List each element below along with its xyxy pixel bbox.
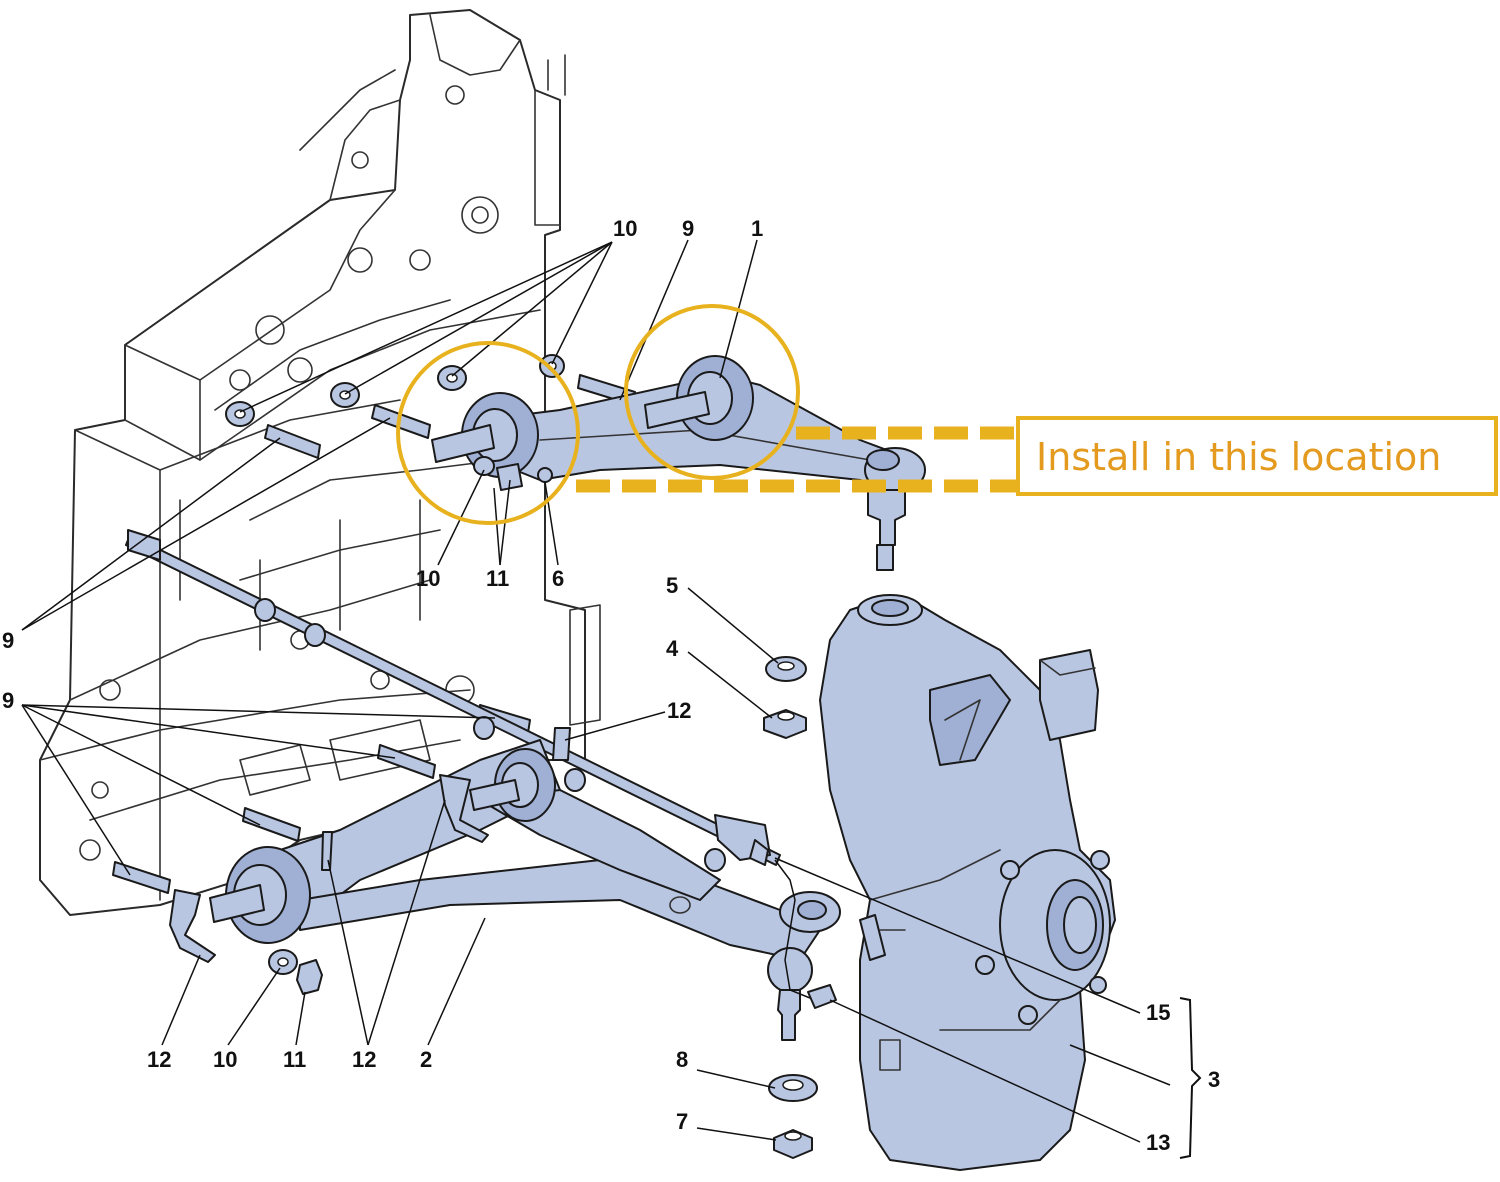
- label-10: 10: [416, 566, 440, 591]
- label-12: 12: [667, 698, 691, 723]
- label-1: 1: [751, 216, 763, 241]
- label-11: 11: [283, 1047, 306, 1072]
- label-13: 13: [1146, 1130, 1170, 1155]
- label-8: 8: [676, 1047, 688, 1072]
- wheel-hub-carrier: [819, 594, 1116, 1171]
- leader-lines: [21, 239, 1171, 1143]
- reference-numbers: 10 9 1 10 11 6 9 5 4 9 12 15 3 12 10 11 …: [2, 216, 1220, 1155]
- label-7: 7: [676, 1109, 688, 1134]
- label-12: 12: [147, 1047, 171, 1072]
- link-rod: [125, 529, 781, 872]
- callout-text: Install in this location: [1036, 435, 1441, 479]
- label-2: 2: [420, 1047, 432, 1072]
- loose-hardware: [268, 656, 818, 1159]
- label-6: 6: [552, 566, 564, 591]
- label-9: 9: [682, 216, 694, 241]
- label-15: 15: [1146, 1000, 1170, 1025]
- label-9: 9: [2, 628, 14, 653]
- install-highlight: Install in this location: [396, 304, 1498, 525]
- label-3: 3: [1208, 1067, 1220, 1092]
- lower-control-arm: [169, 727, 841, 1041]
- label-11: 11: [486, 566, 509, 591]
- label-4: 4: [666, 636, 679, 661]
- callout-box: [1016, 416, 1498, 496]
- highlight-circle-rear-bushing: [624, 304, 800, 480]
- label-10: 10: [213, 1047, 237, 1072]
- label-12: 12: [352, 1047, 376, 1072]
- label-5: 5: [666, 573, 678, 598]
- group-bracket-3: [1179, 997, 1202, 1159]
- label-10: 10: [613, 216, 637, 241]
- sensor-wire: [749, 839, 837, 1009]
- label-9: 9: [2, 688, 14, 713]
- highlight-circle-front-bushing: [396, 341, 580, 525]
